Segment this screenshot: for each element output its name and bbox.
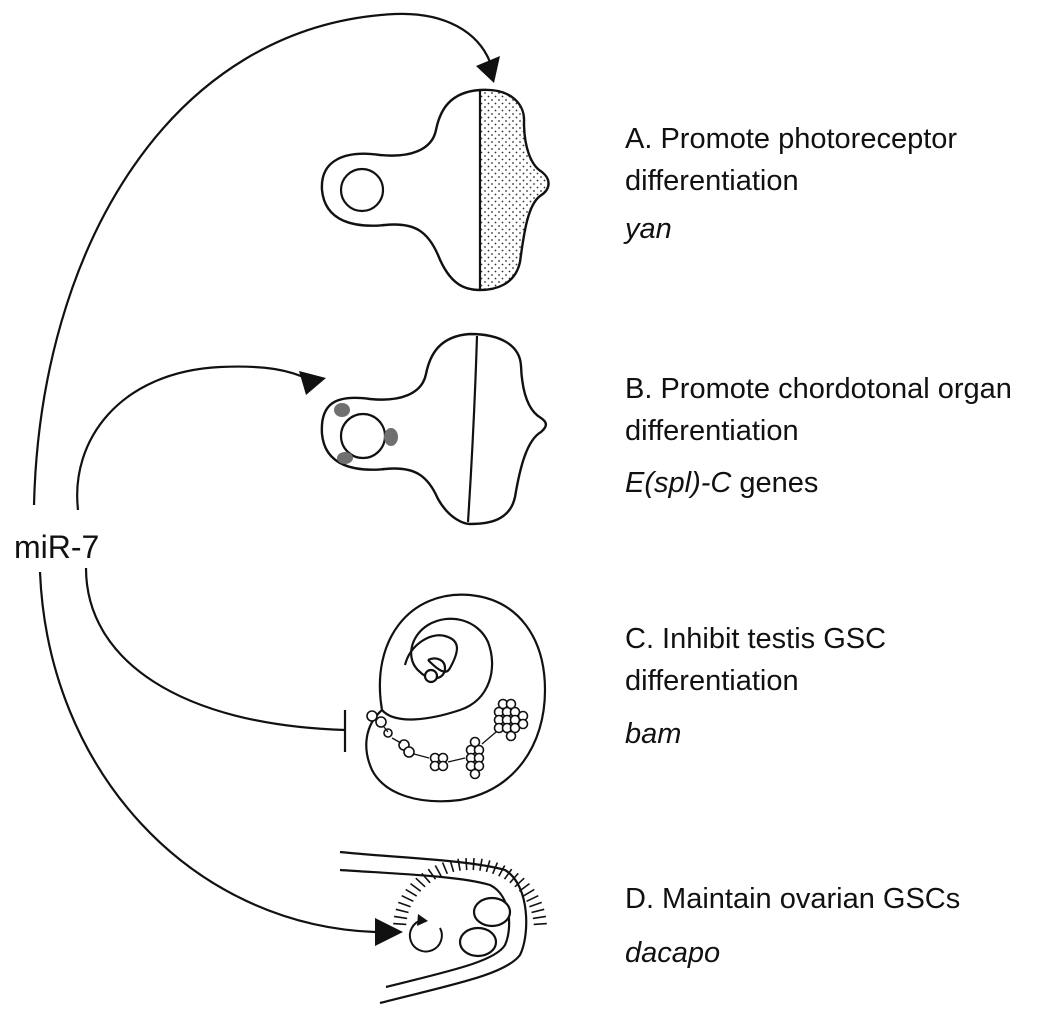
epithelium-hatch	[410, 882, 422, 892]
epithelium-hatch	[529, 901, 542, 908]
chordotonal-cell	[334, 403, 350, 417]
epithelium-hatch	[509, 872, 519, 884]
epithelium-hatch	[415, 877, 426, 888]
cyst-progression-arrows	[383, 726, 497, 763]
inhibition-line-to-testis	[84, 567, 346, 732]
panel-a-gene: yan	[623, 213, 672, 245]
panel-a-text: A. Promote photoreceptor differentiation…	[623, 123, 957, 245]
panel-c-title: C. Inhibit testis GSC	[625, 623, 886, 655]
mir7-label: miR-7	[14, 529, 99, 565]
panel-d-text: D. Maintain ovarian GSCs dacapo	[625, 883, 960, 969]
epithelium-hatch	[421, 872, 431, 884]
epithelium-hatch	[427, 868, 437, 880]
chordotonal-cell	[337, 452, 353, 464]
epithelium-hatch	[441, 862, 449, 875]
epithelium-hatch	[401, 894, 414, 903]
eye-disc-illustration	[320, 88, 550, 292]
germline-stem-cell	[472, 896, 512, 928]
epithelium-hatch	[457, 858, 461, 871]
ovary-germarium-illustration	[339, 850, 547, 1005]
self-renewal-arrowhead-icon	[417, 914, 428, 926]
epithelium-hatch	[485, 860, 491, 873]
epithelium-hatch	[405, 888, 418, 897]
panel-d-gene: dacapo	[625, 937, 720, 969]
epithelium-hatch	[503, 868, 513, 880]
epithelium-hatch	[533, 922, 547, 926]
panel-a-title: A. Promote photoreceptor	[625, 123, 957, 155]
epithelium-hatch	[395, 908, 409, 914]
testis-illustration	[365, 593, 547, 803]
activation-arrow-to-antennal-disc	[76, 365, 311, 511]
activation-arrow-to-ovary	[38, 571, 376, 934]
antennal-disc-illustration	[320, 332, 548, 526]
epithelium-hatch	[514, 877, 525, 888]
panel-b-gene-italic: E(spl)-C	[625, 467, 732, 499]
panel-c-gene: bam	[625, 718, 681, 750]
germline-stem-cell	[458, 926, 498, 958]
germline-cysts	[366, 698, 529, 780]
epithelium-hatch	[449, 860, 455, 873]
panel-a-subtitle: differentiation	[625, 165, 799, 197]
epithelium-hatch	[522, 888, 535, 897]
panel-b-gene-suffix: genes	[731, 467, 818, 499]
arrowhead-d	[375, 918, 403, 946]
activation-arrow-to-eye-disc	[32, 12, 492, 506]
self-renewal-arrow-icon	[408, 919, 443, 953]
panel-b-text: B. Promote chordotonal organ differentia…	[625, 373, 1012, 499]
arrowhead-a	[476, 56, 500, 83]
epithelium-hatch	[472, 858, 475, 871]
epithelium-hatch	[393, 915, 408, 920]
panel-b-subtitle: differentiation	[625, 415, 799, 447]
epithelium-hatch	[393, 922, 407, 926]
epithelium-hatch	[518, 882, 530, 892]
epithelium-hatch	[465, 858, 468, 871]
arrowhead-b	[299, 371, 326, 395]
epithelium-hatch	[498, 865, 506, 877]
panel-b-gene: E(spl)-C genes	[625, 467, 818, 499]
panel-b-title: B. Promote chordotonal organ	[625, 373, 1012, 405]
chordotonal-cell	[384, 428, 398, 446]
epithelium-hatch	[479, 858, 483, 871]
panel-c-text: C. Inhibit testis GSC differentiation ba…	[625, 623, 886, 750]
epithelium-hatch	[526, 894, 539, 903]
epithelium-hatch	[398, 901, 411, 908]
panel-c-subtitle: differentiation	[625, 665, 799, 697]
epithelium-hatch	[531, 908, 545, 914]
epithelium-hatch	[491, 862, 499, 875]
regulation-connectors	[32, 12, 492, 934]
epithelium-hatch	[532, 915, 547, 920]
panel-d-title: D. Maintain ovarian GSCs	[625, 883, 960, 915]
epithelium-hatch	[434, 865, 442, 877]
